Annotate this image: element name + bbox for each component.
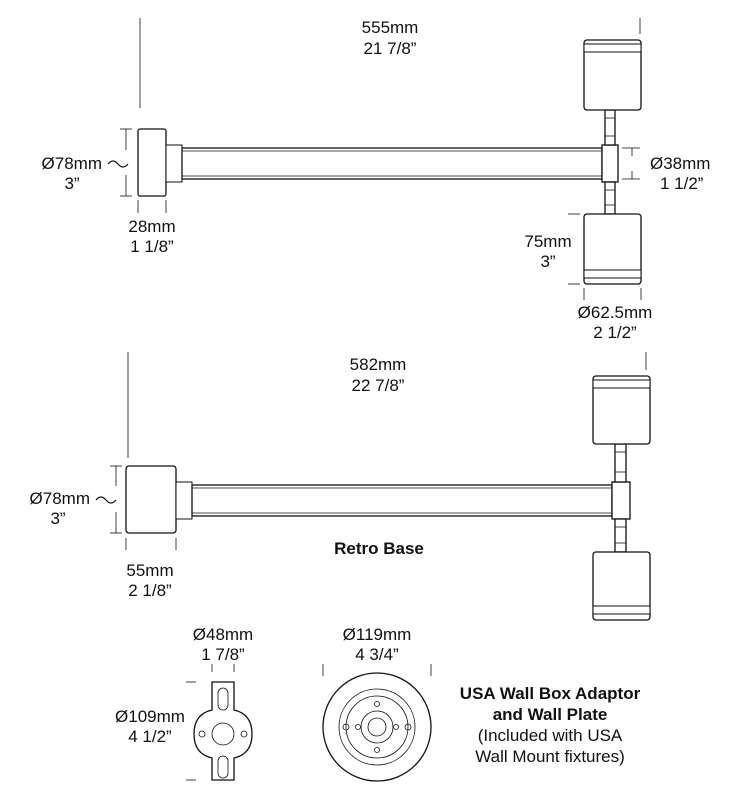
wall-plate-inner-ring bbox=[345, 695, 409, 759]
wall-box-title-line1: USA Wall Box Adaptor bbox=[460, 684, 641, 703]
top-fixture: 555mm 21 7/8” Ø78mm 3” 28mm 1 1/8” Ø38mm… bbox=[42, 18, 710, 342]
adaptor-upper-slot bbox=[217, 687, 229, 711]
adaptor-plate bbox=[193, 681, 253, 781]
top-base-dia-in: 3” bbox=[64, 174, 79, 193]
adaptor-left-hole bbox=[198, 730, 206, 738]
retro-fixture: 582mm 22 7/8” Ø78mm 3” 55mm 2 1/8” Retro… bbox=[30, 352, 651, 621]
upper-stem bbox=[604, 109, 616, 146]
top-head-height-mm: 75mm bbox=[524, 232, 571, 251]
wall-plate-center-hole bbox=[367, 717, 387, 737]
adaptor-center-hole bbox=[211, 722, 235, 746]
wall-base bbox=[137, 128, 167, 197]
wall-plate: Ø119mm 4 3/4” bbox=[322, 625, 432, 782]
adaptor-height-in: 4 1/2” bbox=[128, 727, 172, 746]
retro-upper-stem bbox=[614, 443, 627, 483]
retro-arm-joint bbox=[611, 481, 631, 520]
adaptor-right-hole bbox=[240, 730, 248, 738]
retro-length-mm: 582mm bbox=[350, 355, 407, 374]
top-base-depth-in: 1 1/8” bbox=[130, 237, 174, 256]
retro-length-in: 22 7/8” bbox=[352, 376, 405, 395]
retro-upper-head-band bbox=[592, 379, 651, 389]
lower-light-head bbox=[583, 213, 642, 285]
retro-upper-light-head bbox=[592, 375, 651, 445]
wall-plate-ring bbox=[338, 688, 416, 766]
break-symbol bbox=[107, 160, 129, 168]
retro-lower-light-head bbox=[592, 551, 651, 621]
wall-plate-right-screw bbox=[404, 723, 412, 731]
retro-arm-collar bbox=[175, 481, 193, 520]
retro-base-depth-mm: 55mm bbox=[126, 561, 173, 580]
top-head-height-in: 3” bbox=[540, 252, 555, 271]
retro-lower-stem bbox=[614, 518, 627, 553]
upper-light-head bbox=[583, 39, 642, 111]
wall-box-adaptor: Ø48mm 1 7/8” Ø109mm 4 1/2” bbox=[115, 625, 253, 781]
wall-plate-dia-in: 4 3/4” bbox=[355, 645, 399, 664]
adaptor-lower-slot bbox=[217, 755, 229, 779]
wall-box-note-line1: (Included with USA bbox=[478, 726, 623, 745]
top-length-mm: 555mm bbox=[362, 18, 419, 37]
top-base-dia-mm: Ø78mm bbox=[42, 154, 102, 173]
retro-break-symbol bbox=[95, 496, 117, 504]
top-head-dia-mm: Ø62.5mm bbox=[578, 303, 653, 322]
top-length-in: 21 7/8” bbox=[364, 39, 417, 58]
wall-box-note-line2: Wall Mount fixtures) bbox=[475, 747, 625, 766]
arm-joint bbox=[601, 144, 619, 183]
upper-head-band bbox=[583, 43, 642, 53]
retro-base-dia-in: 3” bbox=[50, 509, 65, 528]
arm-tube bbox=[181, 147, 603, 180]
retro-arm-tube bbox=[191, 484, 613, 517]
top-arm-dia-in: 1 1/2” bbox=[660, 174, 704, 193]
wall-plate-dia-mm: Ø119mm bbox=[343, 625, 412, 644]
lower-head-band bbox=[583, 269, 642, 279]
retro-lower-head-band bbox=[592, 605, 651, 615]
retro-base-depth-in: 2 1/8” bbox=[128, 581, 172, 600]
retro-wall-base bbox=[125, 465, 177, 534]
lower-stem bbox=[604, 181, 616, 215]
top-arm-dia-mm: Ø38mm bbox=[650, 154, 710, 173]
retro-base-caption: Retro Base bbox=[334, 539, 424, 558]
wall-box-title-line2: and Wall Plate bbox=[493, 705, 608, 724]
top-base-depth-mm: 28mm bbox=[128, 217, 175, 236]
adaptor-width-in: 1 7/8” bbox=[201, 645, 245, 664]
adaptor-width-mm: Ø48mm bbox=[193, 625, 253, 644]
arm-collar bbox=[165, 144, 183, 183]
retro-base-dia-mm: Ø78mm bbox=[30, 489, 90, 508]
wall-plate-left-screw bbox=[342, 723, 350, 731]
wall-box-caption: USA Wall Box Adaptor and Wall Plate (Inc… bbox=[460, 684, 641, 766]
wall-plate-hub bbox=[360, 710, 394, 744]
top-head-dia-in: 2 1/2” bbox=[593, 323, 637, 342]
adaptor-height-mm: Ø109mm bbox=[115, 707, 185, 726]
